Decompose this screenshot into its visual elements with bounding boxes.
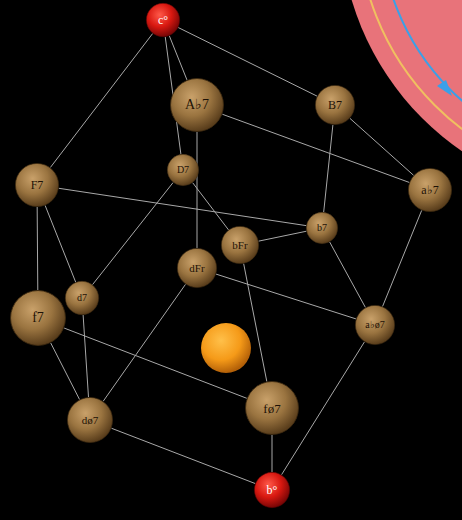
chord-label: b7 (317, 223, 327, 233)
graph-edge (244, 264, 267, 382)
graph-edge (383, 210, 422, 306)
chord-label: B7 (328, 99, 342, 111)
highlight-chord-sphere: b° (254, 472, 290, 508)
highlight-chord-sphere: c° (146, 3, 180, 37)
disk-arrowhead (437, 80, 452, 96)
graph-edge (83, 315, 88, 397)
graph-edge (216, 274, 356, 319)
graph-edge (59, 188, 306, 225)
chord-label: a♭7 (421, 184, 438, 196)
graph-edge (111, 428, 255, 483)
chord-sphere: a♭7 (408, 168, 452, 212)
graph-edge (64, 328, 247, 398)
chord-label: dFr (189, 263, 204, 274)
graph-edge (51, 343, 80, 400)
graph-edge (50, 34, 152, 168)
graph-edge (350, 118, 414, 175)
graph-edge (45, 205, 76, 282)
graph-edge (197, 132, 198, 248)
chord-sphere: dø7 (67, 397, 113, 443)
chord-sphere: dFr (177, 248, 217, 288)
chord-label: c° (158, 14, 168, 26)
graph-edge (169, 36, 187, 80)
chord-label: bFr (232, 240, 247, 251)
chord-label: d7 (77, 293, 87, 303)
chord-label: fø7 (263, 402, 280, 415)
chord-sphere: A♭7 (170, 78, 224, 132)
graph-edge (193, 183, 229, 230)
graph-edge (324, 125, 333, 212)
chord-label: D7 (177, 165, 189, 175)
disk-arc (358, 0, 462, 182)
chord-sphere: b7 (306, 212, 338, 244)
pink-disk (340, 0, 462, 200)
chord-label: A♭7 (185, 98, 209, 112)
chord-label: dø7 (82, 415, 99, 426)
graph-edge (259, 231, 307, 241)
chord-sphere: B7 (315, 85, 355, 125)
graph-edge (93, 183, 174, 285)
graph-edge (103, 284, 185, 401)
graph-edge (37, 207, 39, 290)
chord-label: a♭ø7 (365, 320, 384, 330)
chord-sphere: fø7 (245, 381, 299, 435)
graph-edge (222, 114, 409, 182)
chord-sphere: D7 (167, 154, 199, 186)
chord-sphere: d7 (65, 281, 99, 315)
disk-arc (380, 0, 462, 160)
chord-label: b° (267, 484, 278, 496)
graph-edge (272, 435, 273, 472)
graph-edge (330, 242, 366, 307)
chord-sphere: bFr (221, 226, 259, 264)
chord-sphere: f7 (10, 290, 66, 346)
chord-label: F7 (31, 179, 44, 191)
orange-sphere (201, 323, 251, 373)
disk-fill (340, 0, 462, 200)
chord-label: f7 (32, 311, 44, 325)
chord-sphere: a♭ø7 (355, 305, 395, 345)
chord-sphere: F7 (15, 163, 59, 207)
